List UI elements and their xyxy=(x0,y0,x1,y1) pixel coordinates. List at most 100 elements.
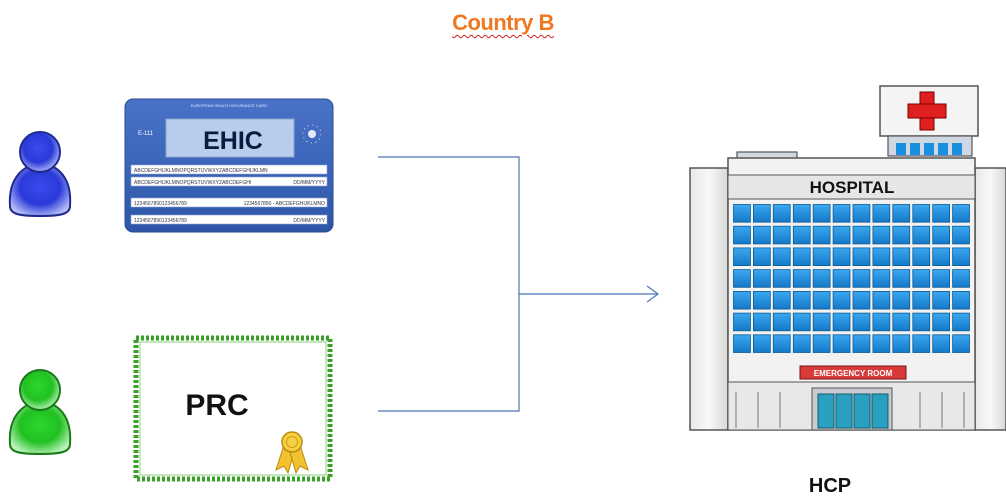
hospital-window xyxy=(932,334,951,353)
connector-bracket xyxy=(378,156,520,412)
hospital-window xyxy=(872,247,891,266)
hospital-window xyxy=(733,334,751,353)
hospital-window xyxy=(872,225,891,245)
ehic-row-3: 1234567890123456789 xyxy=(134,201,187,207)
hospital-window xyxy=(772,247,791,266)
award-ribbon-icon xyxy=(275,431,309,475)
hospital-sign: HOSPITAL xyxy=(810,178,895,197)
hospital-window xyxy=(952,290,970,310)
hospital-window xyxy=(912,247,931,266)
hospital-window xyxy=(932,312,951,332)
hospital-window xyxy=(952,204,970,223)
hospital-window xyxy=(892,204,911,223)
hospital-window xyxy=(952,225,970,245)
prc-label: PRC xyxy=(185,389,248,422)
hospital-window xyxy=(733,312,751,332)
hospital-window xyxy=(932,247,951,266)
hospital-window xyxy=(852,269,871,288)
hospital-window xyxy=(792,334,811,353)
hcp-label: HCP xyxy=(808,475,852,497)
hospital-window xyxy=(792,312,811,332)
hospital-window xyxy=(912,269,931,288)
ehic-row-4-right: DD/MM/YYYY xyxy=(293,218,325,224)
hospital-window xyxy=(852,290,871,310)
hospital-window xyxy=(772,334,791,353)
emergency-sign: EMERGENCY ROOM xyxy=(814,369,893,378)
ehic-code: E-111 xyxy=(138,131,154,137)
hospital-window xyxy=(912,290,931,310)
hospital-window xyxy=(872,269,891,288)
window-grid xyxy=(733,204,970,353)
hospital-window xyxy=(832,247,851,266)
hospital-window xyxy=(733,269,751,288)
hospital-window xyxy=(892,247,911,266)
hospital-window xyxy=(852,334,871,353)
hospital-window xyxy=(792,204,811,223)
hospital-window xyxy=(892,290,911,310)
hospital-window xyxy=(852,225,871,245)
hospital-window xyxy=(792,269,811,288)
hospital-window xyxy=(812,247,831,266)
eu-stars-icon xyxy=(302,124,322,144)
hospital-window xyxy=(852,312,871,332)
hospital-window xyxy=(832,290,851,310)
hospital-window xyxy=(872,290,891,310)
ehic-card: EUROPEAN HEALTH INSURANCE CARD E-111 EHI… xyxy=(124,98,334,233)
hospital-window xyxy=(812,312,831,332)
hospital-window xyxy=(812,334,831,353)
hospital-window xyxy=(832,204,851,223)
ehic-row-2: ABCDEFGHIJKLMNOPQRSTUVWXYZABCDEFGHI xyxy=(134,180,251,186)
hospital-window xyxy=(772,312,791,332)
hospital-window xyxy=(812,225,831,245)
hospital-window xyxy=(952,247,970,266)
hospital-window xyxy=(832,269,851,288)
ehic-row-3-right: 1234567890 - ABCDEFGHIJKLMNO xyxy=(244,201,326,207)
arrow-head-icon xyxy=(646,285,660,303)
hospital-window xyxy=(892,225,911,245)
hospital-window xyxy=(753,225,771,245)
hospital-window xyxy=(753,290,771,310)
hospital-window xyxy=(733,290,751,310)
hospital-window xyxy=(932,204,951,223)
hospital-window xyxy=(952,269,970,288)
connector-lines xyxy=(378,156,660,412)
prc-certificate: PRC xyxy=(133,335,333,482)
hospital-window xyxy=(792,290,811,310)
hospital-window xyxy=(852,204,871,223)
hospital-window xyxy=(932,290,951,310)
hospital-window xyxy=(832,334,851,353)
hospital-window xyxy=(733,247,751,266)
hospital-window xyxy=(852,247,871,266)
hospital-building-icon: HOSPITAL EMERGENCY ROOM xyxy=(689,85,1006,431)
hospital-window xyxy=(872,204,891,223)
hospital-window xyxy=(832,312,851,332)
page-title: Country B xyxy=(452,10,554,35)
ehic-row-1: ABCDEFGHIJKLMNOPQRSTUVWXYZABCDEFGHIJKLMN xyxy=(134,168,268,174)
hospital-window xyxy=(753,312,771,332)
user-blue-icon xyxy=(8,131,72,218)
hospital-window xyxy=(932,269,951,288)
hospital-window xyxy=(772,269,791,288)
hospital-window xyxy=(872,312,891,332)
hospital-window xyxy=(812,204,831,223)
hospital-window xyxy=(772,204,791,223)
hospital-window xyxy=(792,247,811,266)
hospital-window xyxy=(832,225,851,245)
ehic-row-4: 1234567890123456789 xyxy=(134,218,187,224)
hospital-window xyxy=(892,334,911,353)
user-green-icon xyxy=(8,369,72,456)
ehic-row-2-right: DD/MM/YYYY xyxy=(293,180,325,186)
red-cross-icon xyxy=(907,91,947,131)
hospital-window xyxy=(733,225,751,245)
hospital-window xyxy=(952,312,970,332)
hospital-window xyxy=(912,204,931,223)
hospital-window xyxy=(912,334,931,353)
hospital-window xyxy=(733,204,751,223)
hospital-window xyxy=(872,334,891,353)
hospital-window xyxy=(912,225,931,245)
hospital-window xyxy=(812,269,831,288)
hospital-window xyxy=(892,269,911,288)
hospital-window xyxy=(753,204,771,223)
hospital-window xyxy=(753,247,771,266)
